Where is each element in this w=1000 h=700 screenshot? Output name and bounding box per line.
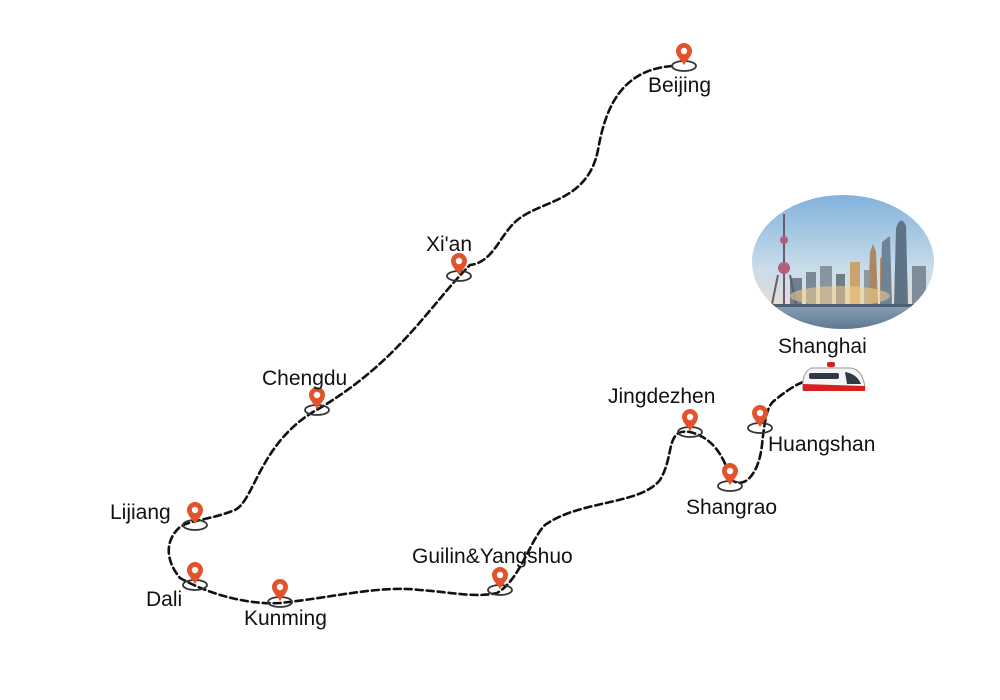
map-pin-icon-xian[interactable] bbox=[446, 253, 472, 282]
map-pin-icon-guilin[interactable] bbox=[487, 567, 513, 596]
city-markers bbox=[182, 43, 773, 608]
city-label-huangshan: Huangshan bbox=[768, 433, 876, 456]
pin-hole bbox=[191, 566, 199, 574]
map-pin-icon-jingdezhen[interactable] bbox=[677, 409, 703, 438]
city-label-xian: Xi'an bbox=[426, 233, 473, 256]
route-line bbox=[167, 64, 812, 605]
map-pin-icon-lijiang[interactable] bbox=[182, 502, 208, 531]
city-label-guilin: Guilin&Yangshuo bbox=[412, 545, 573, 568]
city-label-dali: Dali bbox=[146, 588, 183, 611]
city-label-beijing: Beijing bbox=[648, 74, 712, 97]
pin-hole bbox=[276, 583, 284, 591]
city-label-chengdu: Chengdu bbox=[262, 367, 348, 390]
city-label-kunming: Kunming bbox=[244, 607, 327, 630]
pin-hole bbox=[191, 506, 199, 514]
city-label-lijiang: Lijiang bbox=[110, 501, 171, 524]
pin-hole bbox=[680, 47, 688, 55]
shanghai-skyline-photo bbox=[752, 195, 934, 329]
map-pin-icon-beijing[interactable] bbox=[671, 43, 697, 72]
city-label-shangrao: Shangrao bbox=[686, 496, 778, 519]
pin-hole bbox=[455, 257, 463, 265]
city-label-jingdezhen: Jingdezhen bbox=[608, 385, 716, 408]
train-icon bbox=[802, 362, 866, 391]
pin-hole bbox=[726, 467, 734, 475]
map-pin-icon-chengdu[interactable] bbox=[304, 387, 330, 416]
pin-hole bbox=[756, 409, 764, 417]
city-label-shanghai: Shanghai bbox=[778, 335, 867, 358]
pin-hole bbox=[496, 571, 504, 579]
pin-hole bbox=[686, 413, 694, 421]
pin-hole bbox=[313, 391, 321, 399]
map-pin-icon-shangrao[interactable] bbox=[717, 463, 743, 492]
map-pin-icon-dali[interactable] bbox=[182, 562, 208, 591]
map-pin-icon-kunming[interactable] bbox=[267, 579, 293, 608]
map-pin-icon-huangshan[interactable] bbox=[747, 405, 773, 434]
